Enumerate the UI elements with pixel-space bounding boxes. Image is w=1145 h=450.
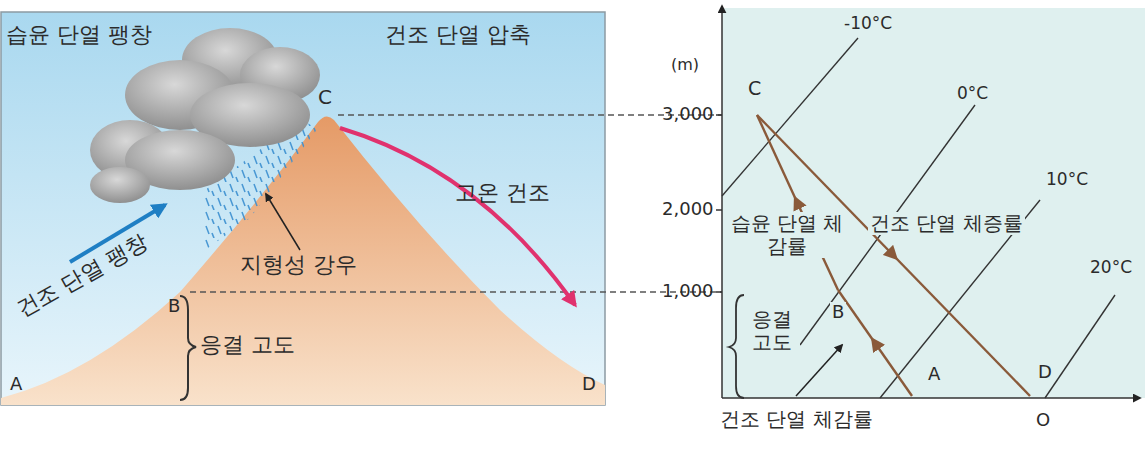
annotation: 고온 건조 (455, 180, 550, 205)
isotherm-label: 20°C (1088, 258, 1134, 278)
annotation: 건조 단열 체증률 (868, 212, 1025, 235)
annotation: 건조 단열 압축 (385, 22, 531, 47)
annotation: 건조 단열 체감률 (720, 408, 873, 431)
isotherm-label: 0°C (955, 84, 990, 104)
annotation: 습윤 단열 팽창 (6, 22, 152, 47)
brace (729, 295, 744, 398)
origin-label: O (1036, 410, 1050, 431)
annotation: 습윤 단열 체감률 (726, 212, 848, 258)
mountain (1, 116, 605, 405)
annotation: 응결 고도 (200, 332, 295, 357)
leader-arrow (796, 345, 842, 396)
sky-panel (1, 12, 605, 405)
isotherm-label: -10°C (842, 14, 894, 34)
tick (716, 114, 722, 116)
isotherm-label: 10°C (1044, 170, 1090, 190)
tick-label: 2,000 (662, 199, 714, 220)
leader-arrow (266, 194, 300, 250)
point-letter: B (168, 296, 180, 317)
guide-line (190, 291, 738, 292)
axis-unit: (m) (671, 56, 699, 74)
tick-label: 1,000 (662, 281, 714, 302)
cloud (90, 28, 320, 203)
tick (716, 209, 722, 211)
annotation: 지형성 강우 (240, 252, 357, 277)
axis (722, 397, 1140, 399)
descending-arrow (340, 128, 575, 305)
point-letter: A (926, 364, 942, 385)
tick-label: 3,000 (662, 104, 714, 125)
annotation: 응결 고도 (744, 308, 800, 354)
graph-panel (722, 8, 1145, 398)
brace (180, 296, 196, 400)
tick (716, 291, 722, 293)
point-letter: C (318, 86, 332, 109)
point-letter: B (830, 302, 846, 323)
point-letter: D (582, 374, 596, 395)
axis (721, 6, 723, 398)
point-letter: A (10, 374, 22, 395)
isotherm (722, 38, 1115, 398)
point-letter: C (746, 78, 763, 100)
point-letter: D (1036, 362, 1054, 383)
